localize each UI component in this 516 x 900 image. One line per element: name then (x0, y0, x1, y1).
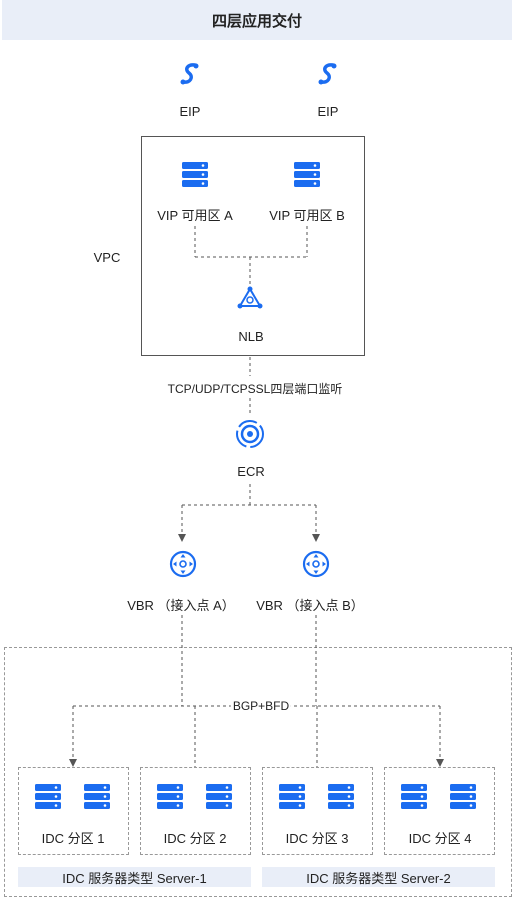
vbr-a-label: VBR （接入点 A） (127, 598, 235, 613)
idc-zone-2-label: IDC 分区 2 (163, 831, 227, 846)
server-icon (294, 162, 320, 187)
listen-label: TCP/UDP/TCPSSL四层端口监听 (167, 382, 343, 396)
server-type-bar-2: IDC 服务器类型 Server-2 (262, 867, 495, 887)
eip-label-1: EIP (179, 104, 201, 119)
idc-zone-4-label: IDC 分区 4 (408, 831, 472, 846)
nlb-label: NLB (238, 329, 264, 344)
vpc-box (141, 136, 365, 356)
server-icon (84, 784, 110, 809)
ecr-icon (236, 420, 264, 448)
server-icon (328, 784, 354, 809)
server-icon (206, 784, 232, 809)
vip-b-label: VIP 可用区 B (269, 208, 345, 223)
eip-icon (180, 63, 199, 85)
vip-a-label: VIP 可用区 A (157, 208, 233, 223)
server-icon (182, 162, 208, 187)
idc-zone-1-label: IDC 分区 1 (41, 831, 105, 846)
router-icon (302, 550, 330, 578)
server-icon (450, 784, 476, 809)
router-icon (169, 550, 197, 578)
vpc-label: VPC (93, 250, 121, 265)
vbr-b-label: VBR （接入点 B） (256, 598, 364, 613)
ecr-label: ECR (237, 464, 265, 479)
bgp-label: BGP+BFD (230, 699, 292, 713)
server-icon (35, 784, 61, 809)
eip-label-2: EIP (317, 104, 339, 119)
server-icon (401, 784, 427, 809)
eip-icon (318, 63, 337, 85)
idc-zone-2-box (140, 767, 251, 855)
idc-zone-4-box (384, 767, 495, 855)
idc-zone-3-box (262, 767, 373, 855)
server-icon (279, 784, 305, 809)
idc-region-box (4, 647, 512, 897)
nlb-icon (237, 286, 263, 309)
server-type-bar-1: IDC 服务器类型 Server-1 (18, 867, 251, 887)
idc-zone-1-box (18, 767, 129, 855)
server-icon (157, 784, 183, 809)
idc-zone-3-label: IDC 分区 3 (285, 831, 349, 846)
page-title: 四层应用交付 (2, 0, 512, 40)
